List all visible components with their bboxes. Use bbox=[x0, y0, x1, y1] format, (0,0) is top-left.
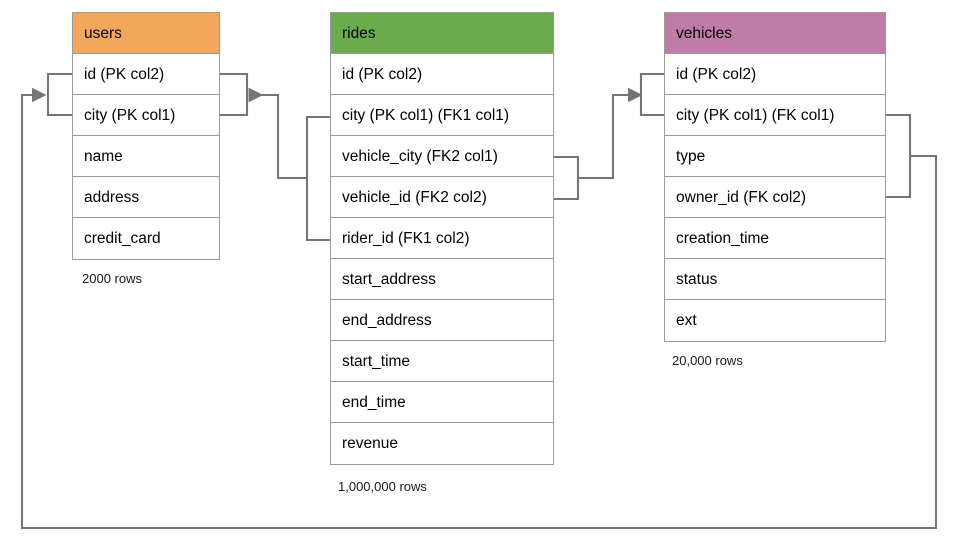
table-rides-column-city[interactable]: city (PK col1) (FK1 col1) bbox=[331, 95, 553, 136]
table-users-column-address[interactable]: address bbox=[73, 177, 219, 218]
table-rides-column-revenue[interactable]: revenue bbox=[331, 423, 553, 464]
table-users-title: users bbox=[73, 13, 219, 54]
table-vehicles-column-type[interactable]: type bbox=[665, 136, 885, 177]
table-rides-column-id[interactable]: id (PK col2) bbox=[331, 54, 553, 95]
table-rides-title: rides bbox=[331, 13, 553, 54]
table-rides-row-count: 1,000,000 rows bbox=[338, 479, 427, 494]
table-vehicles[interactable]: vehicles id (PK col2) city (PK col1) (FK… bbox=[664, 12, 886, 342]
table-users-row-count: 2000 rows bbox=[82, 271, 142, 286]
connector-rides-to-users bbox=[220, 72, 330, 242]
table-vehicles-column-ext[interactable]: ext bbox=[665, 300, 885, 341]
table-rides-column-vehicle-id[interactable]: vehicle_id (FK2 col2) bbox=[331, 177, 553, 218]
table-vehicles-column-id[interactable]: id (PK col2) bbox=[665, 54, 885, 95]
table-users-column-city[interactable]: city (PK col1) bbox=[73, 95, 219, 136]
table-users[interactable]: users id (PK col2) city (PK col1) name a… bbox=[72, 12, 220, 260]
connector-rides-to-vehicles bbox=[554, 72, 664, 201]
table-rides-column-vehicle-city[interactable]: vehicle_city (FK2 col1) bbox=[331, 136, 553, 177]
table-vehicles-column-status[interactable]: status bbox=[665, 259, 885, 300]
table-vehicles-title: vehicles bbox=[665, 13, 885, 54]
table-rides-column-end-address[interactable]: end_address bbox=[331, 300, 553, 341]
table-vehicles-column-owner-id[interactable]: owner_id (FK col2) bbox=[665, 177, 885, 218]
table-rides-column-start-address[interactable]: start_address bbox=[331, 259, 553, 300]
table-vehicles-column-city[interactable]: city (PK col1) (FK col1) bbox=[665, 95, 885, 136]
table-vehicles-row-count: 20,000 rows bbox=[672, 353, 743, 368]
table-users-column-id[interactable]: id (PK col2) bbox=[73, 54, 219, 95]
table-rides-column-rider-id[interactable]: rider_id (FK1 col2) bbox=[331, 218, 553, 259]
table-rides-column-start-time[interactable]: start_time bbox=[331, 341, 553, 382]
table-rides-column-end-time[interactable]: end_time bbox=[331, 382, 553, 423]
table-users-column-name[interactable]: name bbox=[73, 136, 219, 177]
table-users-column-credit-card[interactable]: credit_card bbox=[73, 218, 219, 259]
table-rides[interactable]: rides id (PK col2) city (PK col1) (FK1 c… bbox=[330, 12, 554, 465]
table-vehicles-column-creation-time[interactable]: creation_time bbox=[665, 218, 885, 259]
